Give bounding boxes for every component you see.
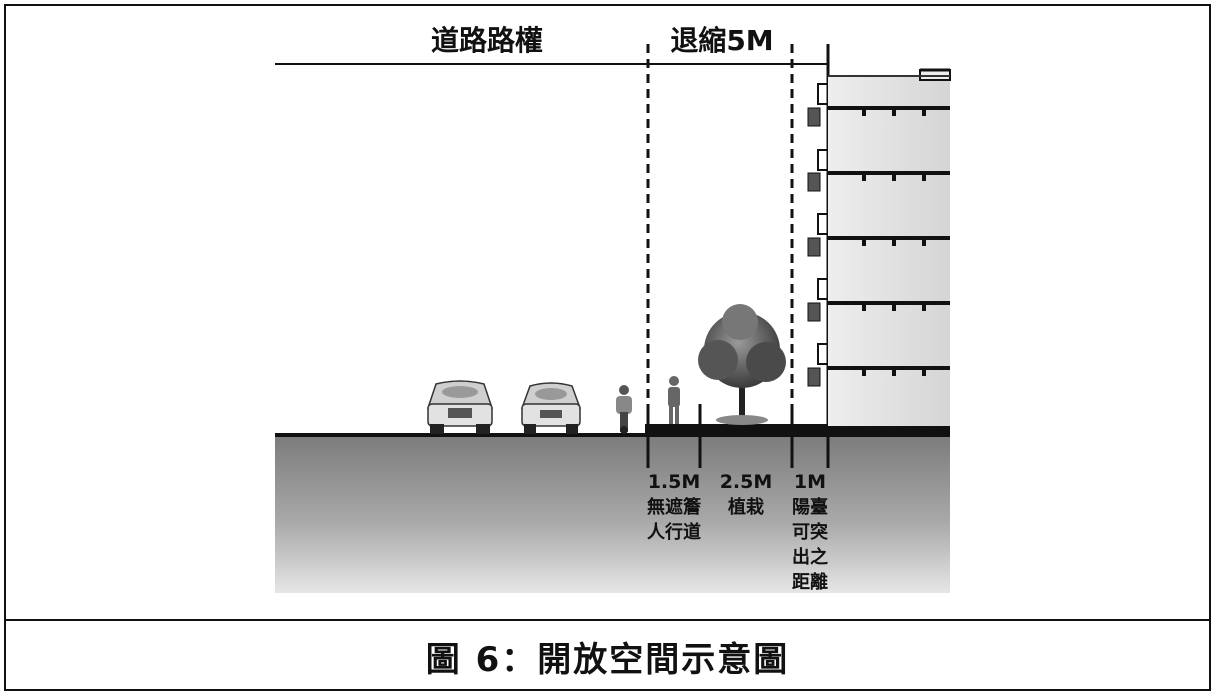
segment-desc-label: 植栽 [728, 496, 764, 518]
ground [275, 436, 950, 593]
segment-width-label: 1.5M [648, 471, 701, 493]
building [807, 68, 951, 426]
segment-desc-label: 陽臺 [792, 496, 828, 518]
car-left [426, 380, 494, 434]
segment-desc-label: 人行道 [647, 521, 701, 543]
sidewalk-slab [645, 424, 950, 437]
road-right-label: 道路路權 [431, 24, 543, 57]
pedestrian [668, 376, 680, 424]
caption-divider [4, 619, 1211, 621]
setback-label: 退縮5M [670, 24, 773, 57]
segment-desc-label: 可突 [792, 521, 828, 543]
figure-caption: 圖 6：開放空間示意圖 [425, 639, 790, 680]
segment-width-label: 1M [794, 471, 826, 493]
segment-desc-label: 距離 [792, 571, 828, 593]
balconies [817, 83, 828, 365]
road-surface [275, 433, 647, 437]
scooter-rider [616, 385, 632, 434]
tree [698, 304, 786, 425]
segment-desc-label: 無遮簷 [647, 496, 701, 518]
car-right [520, 382, 582, 434]
segment-desc-label: 出之 [792, 546, 828, 568]
segment-width-label: 2.5M [720, 471, 773, 493]
